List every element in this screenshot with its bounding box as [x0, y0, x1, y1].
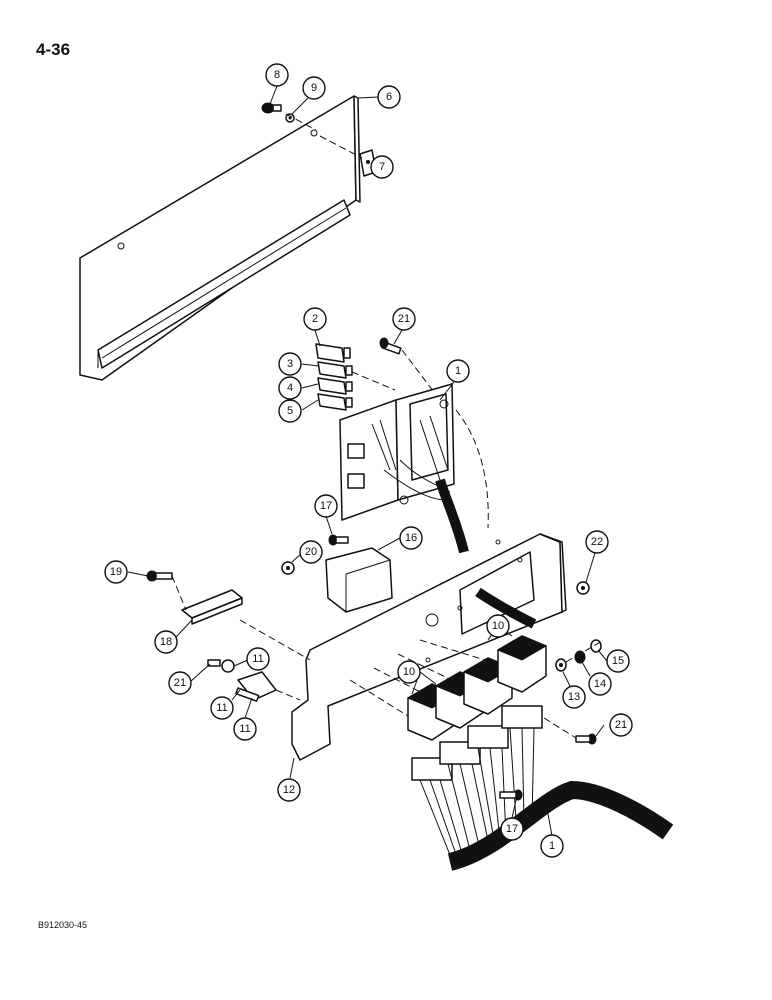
callout-10-upper-label: 10 — [492, 620, 504, 632]
callout-10-upper: 10 — [486, 614, 510, 638]
wire-bundle-upper — [383, 459, 469, 554]
callout-11-lower-label: 11 — [239, 723, 250, 735]
callout-21-right-label: 21 — [615, 719, 627, 731]
callout-22-label: 22 — [591, 536, 603, 548]
cover-panel — [79, 95, 361, 381]
wire-bundle-mid — [475, 587, 537, 629]
callout-13-label: 13 — [568, 691, 580, 703]
callout-1-top-label: 1 — [455, 365, 461, 377]
callout-17-top-label: 17 — [320, 500, 332, 512]
callout-21-top-label: 21 — [398, 313, 410, 325]
callout-14: 14 — [588, 672, 612, 696]
screw-21-right — [575, 733, 597, 745]
leader-lines — [127, 85, 608, 837]
page-number: 4-36 — [36, 40, 71, 59]
callout-17-top: 17 — [314, 494, 338, 518]
callout-11-mid: 11 — [210, 696, 234, 720]
callout-14-label: 14 — [594, 678, 606, 690]
callout-19: 19 — [104, 560, 128, 584]
callout-10-lower: 10 — [397, 660, 421, 684]
callout-15-label: 15 — [612, 655, 624, 667]
fuse-block — [339, 383, 455, 521]
callout-19-label: 19 — [110, 566, 122, 578]
callout-20: 20 — [299, 540, 323, 564]
callout-5: 5 — [278, 399, 302, 423]
callout-18: 18 — [154, 630, 178, 654]
callout-7-label: 7 — [379, 161, 385, 173]
callout-13: 13 — [562, 685, 586, 709]
fuse-holder-2 — [315, 343, 351, 363]
callout-4-label: 4 — [287, 382, 293, 394]
washer-9 — [285, 113, 295, 123]
screw-21-top — [379, 337, 402, 355]
relay-10-c — [462, 657, 514, 749]
callout-7: 7 — [370, 155, 394, 179]
figure-code: B912030-45 — [38, 920, 88, 930]
callout-17-bottom: 17 — [500, 817, 524, 841]
callout-10-lower-label: 10 — [403, 666, 415, 678]
callout-17-bottom-label: 17 — [506, 823, 518, 835]
callout-16-label: 16 — [405, 532, 417, 544]
callout-16: 16 — [399, 526, 423, 550]
fuse-5 — [317, 393, 353, 411]
callout-20-label: 20 — [305, 546, 317, 558]
washer-15 — [590, 639, 602, 653]
screw-8 — [261, 102, 282, 114]
callout-2: 2 — [303, 307, 327, 331]
nut-20 — [281, 561, 295, 575]
callout-9: 9 — [302, 76, 326, 100]
washer-14 — [574, 650, 586, 664]
callout-21-left: 21 — [168, 671, 192, 695]
screw-17-bottom — [499, 789, 523, 801]
callout-3-label: 3 — [287, 358, 293, 370]
callout-11-upper: 11 — [246, 647, 270, 671]
callout-3: 3 — [278, 352, 302, 376]
callout-9-label: 9 — [311, 82, 317, 94]
callout-11-upper-label: 11 — [252, 653, 263, 665]
callout-21-left-label: 21 — [174, 677, 186, 689]
callout-1-top: 1 — [446, 359, 470, 383]
screw-17-top — [328, 534, 349, 546]
relay-16 — [325, 547, 393, 613]
callout-22: 22 — [585, 530, 609, 554]
screw-19 — [146, 570, 173, 582]
mounting-bracket — [291, 533, 567, 761]
fuse-3 — [317, 361, 353, 379]
callout-15: 15 — [606, 649, 630, 673]
callout-8: 8 — [265, 63, 289, 87]
callout-6-label: 6 — [386, 91, 392, 103]
nut-22 — [576, 581, 590, 595]
callout-8-label: 8 — [274, 69, 280, 81]
callout-2-label: 2 — [312, 313, 318, 325]
callout-12-label: 12 — [283, 784, 295, 796]
callout-1-bottom-label: 1 — [549, 840, 555, 852]
callout-5-label: 5 — [287, 405, 293, 417]
relay-10-d — [496, 635, 548, 729]
callout-18-label: 18 — [160, 636, 172, 648]
callout-12: 12 — [277, 778, 301, 802]
callout-21-top: 21 — [392, 307, 416, 331]
fuse-4 — [317, 377, 353, 395]
bar-18 — [181, 589, 243, 625]
callout-11-mid-label: 11 — [216, 702, 227, 714]
callout-1-bottom: 1 — [540, 834, 564, 858]
callout-6: 6 — [377, 85, 401, 109]
callout-4: 4 — [278, 376, 302, 400]
screw-13 — [555, 658, 567, 672]
callout-11-lower: 11 — [233, 717, 257, 741]
callout-21-right: 21 — [609, 713, 633, 737]
